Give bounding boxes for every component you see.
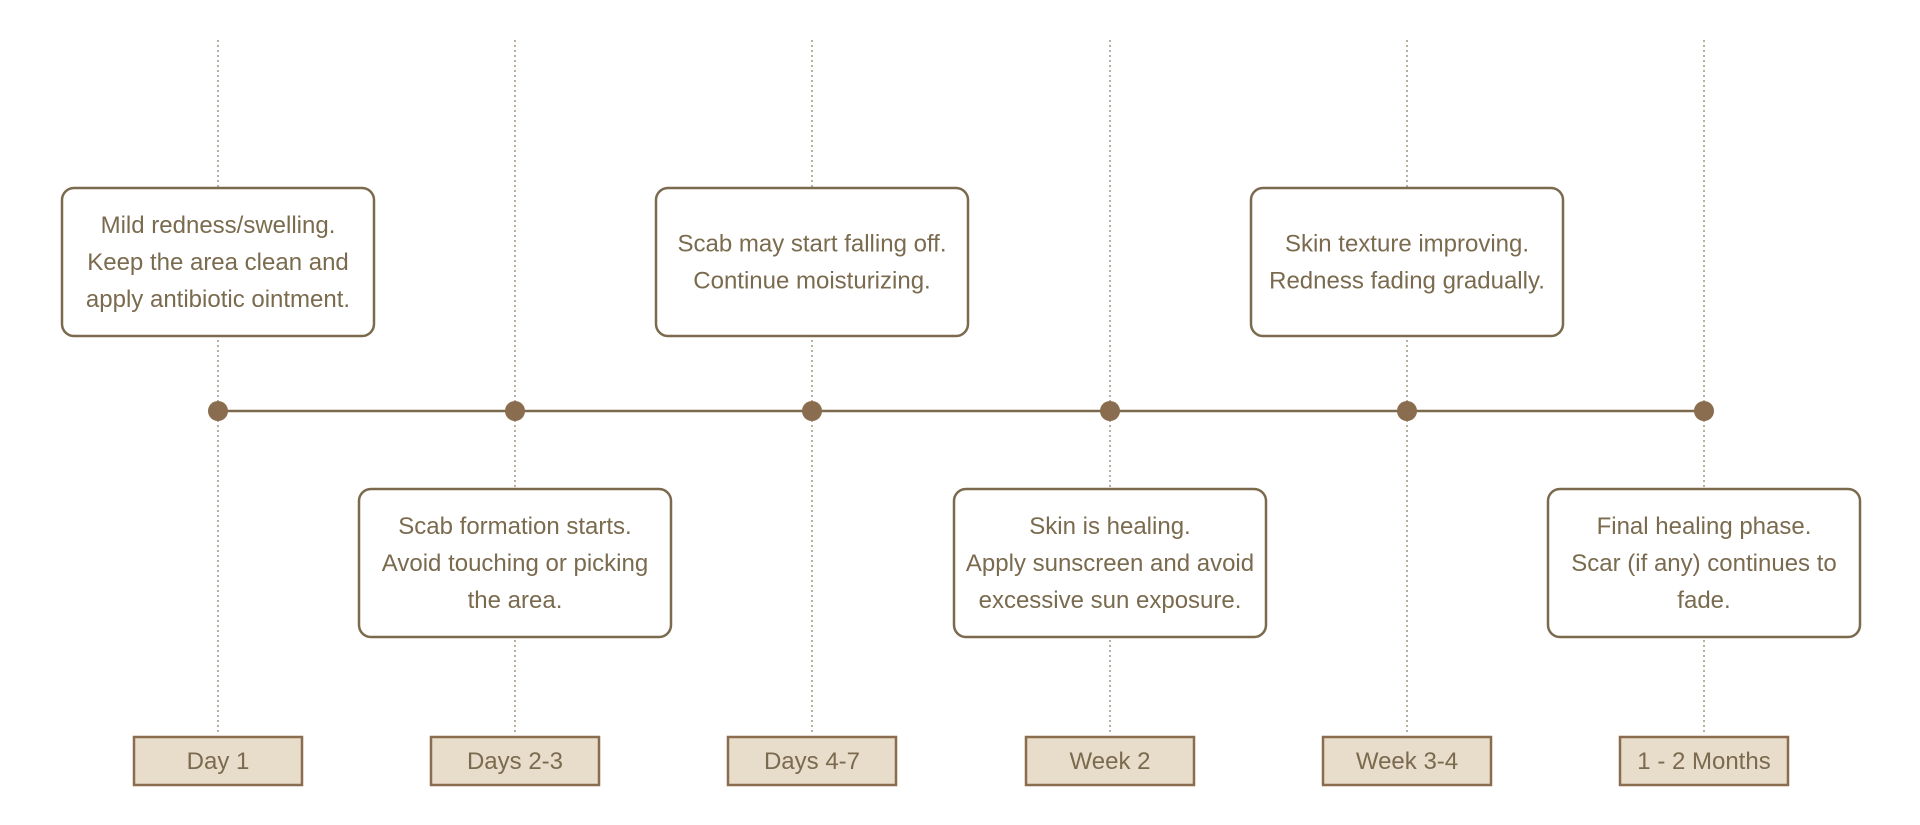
note-line: Scab may start falling off. (677, 231, 946, 258)
milestone-note-2: Scab formation starts. Avoid touching or … (357, 487, 673, 639)
milestone-dot-2 (505, 401, 525, 421)
note-line: excessive sun exposure. (979, 587, 1242, 614)
note-box (357, 487, 673, 639)
label-text: Week 3-4 (1356, 748, 1458, 775)
milestone-dot-6 (1694, 401, 1714, 421)
milestone-label-2: Days 2-3 (429, 735, 601, 787)
note-box (952, 487, 1268, 639)
milestone-label-3: Days 4-7 (726, 735, 898, 787)
milestone-label-1: Day 1 (132, 735, 304, 787)
milestone-dot-3 (802, 401, 822, 421)
label-box (429, 735, 601, 787)
milestone-note-4: Skin is healing. Apply sunscreen and avoi… (952, 487, 1268, 639)
note-line: Skin texture improving. (1285, 231, 1529, 258)
note-box (1249, 186, 1565, 338)
label-text: 1 - 2 Months (1637, 748, 1770, 775)
label-text: Days 2-3 (467, 748, 563, 775)
note-line: Scar (if any) continues to (1571, 550, 1836, 577)
note-line: the area. (468, 587, 563, 614)
milestone-label-6: 1 - 2 Months (1618, 735, 1790, 787)
milestone-dot-1 (208, 401, 228, 421)
note-line: Avoid touching or picking (382, 550, 648, 577)
label-box (1618, 735, 1790, 787)
milestone-dot-5 (1397, 401, 1417, 421)
note-line: fade. (1677, 587, 1730, 614)
note-line: Continue moisturizing. (693, 268, 930, 295)
milestone-label-5: Week 3-4 (1321, 735, 1493, 787)
label-box (1024, 735, 1196, 787)
note-box (654, 186, 970, 338)
milestone-note-5: Skin texture improving. Redness fading gr… (1249, 186, 1565, 338)
milestone-label-4: Week 2 (1024, 735, 1196, 787)
note-box (60, 186, 376, 338)
milestone-note-3: Scab may start falling off. Continue mois… (654, 186, 970, 338)
label-box (132, 735, 304, 787)
milestone-note-1: Mild redness/swelling. Keep the area clea… (60, 186, 376, 338)
label-box (1321, 735, 1493, 787)
note-line: Mild redness/swelling. (101, 212, 336, 239)
note-line: Final healing phase. (1597, 513, 1812, 540)
label-text: Week 2 (1070, 748, 1151, 775)
label-box (726, 735, 898, 787)
note-line: apply antibiotic ointment. (86, 286, 350, 313)
note-line: Scab formation starts. (398, 513, 631, 540)
note-box (1546, 487, 1862, 639)
note-line: Redness fading gradually. (1269, 268, 1545, 295)
milestone-note-6: Final healing phase. Scar (if any) contin… (1546, 487, 1862, 639)
label-text: Days 4-7 (764, 748, 860, 775)
milestone-dot-4 (1100, 401, 1120, 421)
note-line: Keep the area clean and (87, 249, 349, 276)
note-line: Skin is healing. (1029, 513, 1190, 540)
label-text: Day 1 (187, 748, 250, 775)
note-line: Apply sunscreen and avoid (966, 550, 1254, 577)
